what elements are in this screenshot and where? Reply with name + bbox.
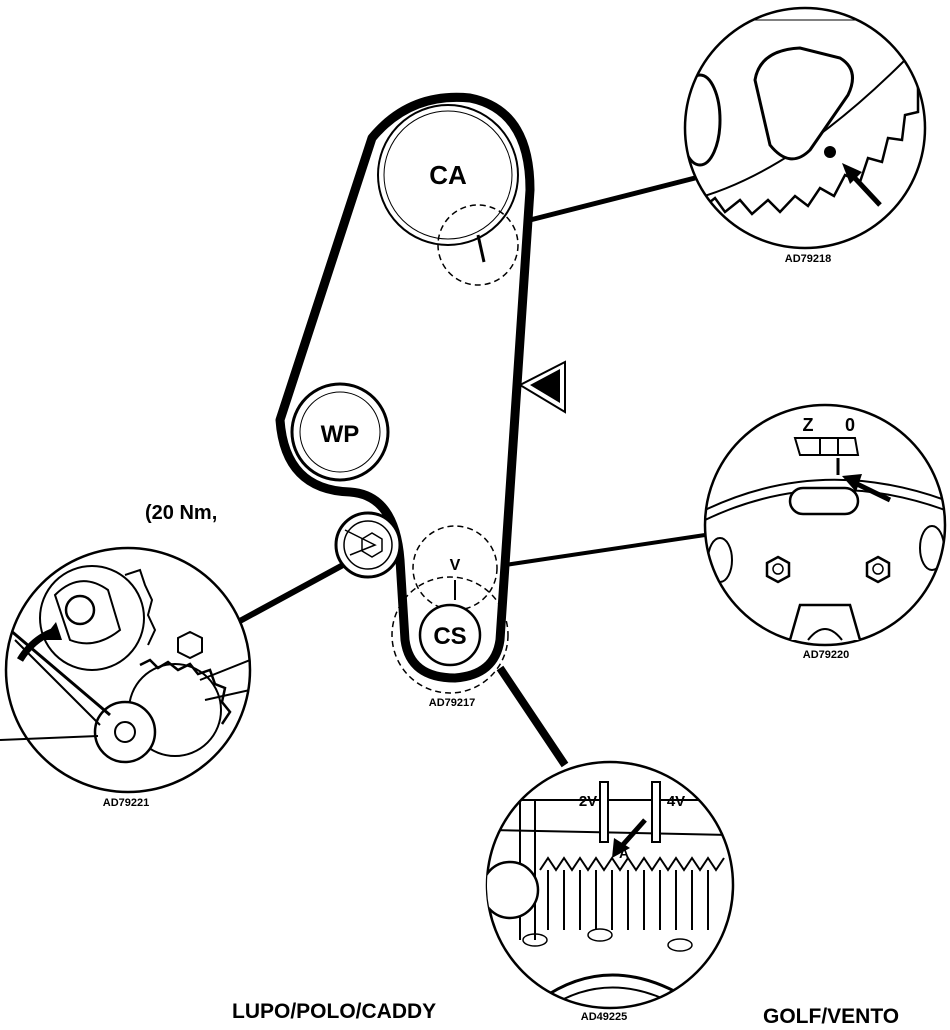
leader-flywheel [504, 533, 706, 567]
main-diagram-code: AD79217 [429, 697, 475, 709]
crankshaft-label: CS [433, 623, 466, 650]
timing-belt [275, 92, 535, 683]
camshaft-detail: AD79218 [683, 6, 927, 265]
crank-gear-detail-code: AD49225 [581, 1011, 627, 1023]
flywheel-mark-zero: 0 [845, 415, 855, 435]
leader-tensioner [236, 562, 345, 625]
tensioner-detail-code: AD79221 [103, 797, 149, 809]
camshaft-label: CA [429, 160, 467, 190]
model-left-label: LUPO/POLO/CADDY [232, 1000, 436, 1023]
tensioner-pointer [0, 735, 99, 741]
crankshaft-pulley: CS [391, 576, 509, 694]
crank-gear-detail: 2V 4V A AD49225 [485, 760, 735, 1023]
crank-gear-label-2v: 2V [579, 793, 597, 810]
tensioner-detail: AD79221 [0, 546, 252, 809]
camshaft-pulley: CA [377, 104, 519, 246]
crank-gear-label-a: A [619, 845, 629, 861]
camshaft-mark-callout [437, 204, 519, 286]
water-pump-pulley: WP [290, 382, 390, 482]
flywheel-detail: Z 0 AD79220 [703, 403, 947, 661]
direction-arrow-icon [517, 360, 566, 414]
flywheel-mark-z: Z [803, 415, 814, 435]
flywheel-detail-code: AD79220 [803, 649, 849, 661]
tensioner-pulley [334, 511, 402, 579]
leader-crank-gear [496, 665, 569, 768]
leader-camshaft [529, 175, 696, 223]
model-right-label: GOLF/VENTO [763, 1005, 899, 1028]
torque-note: (20 Nm, [145, 502, 217, 524]
crank-mark-letter: V [450, 557, 461, 574]
water-pump-label: WP [321, 421, 360, 448]
crank-gear-label-4v: 4V [667, 793, 685, 810]
camshaft-detail-code: AD79218 [785, 253, 831, 265]
